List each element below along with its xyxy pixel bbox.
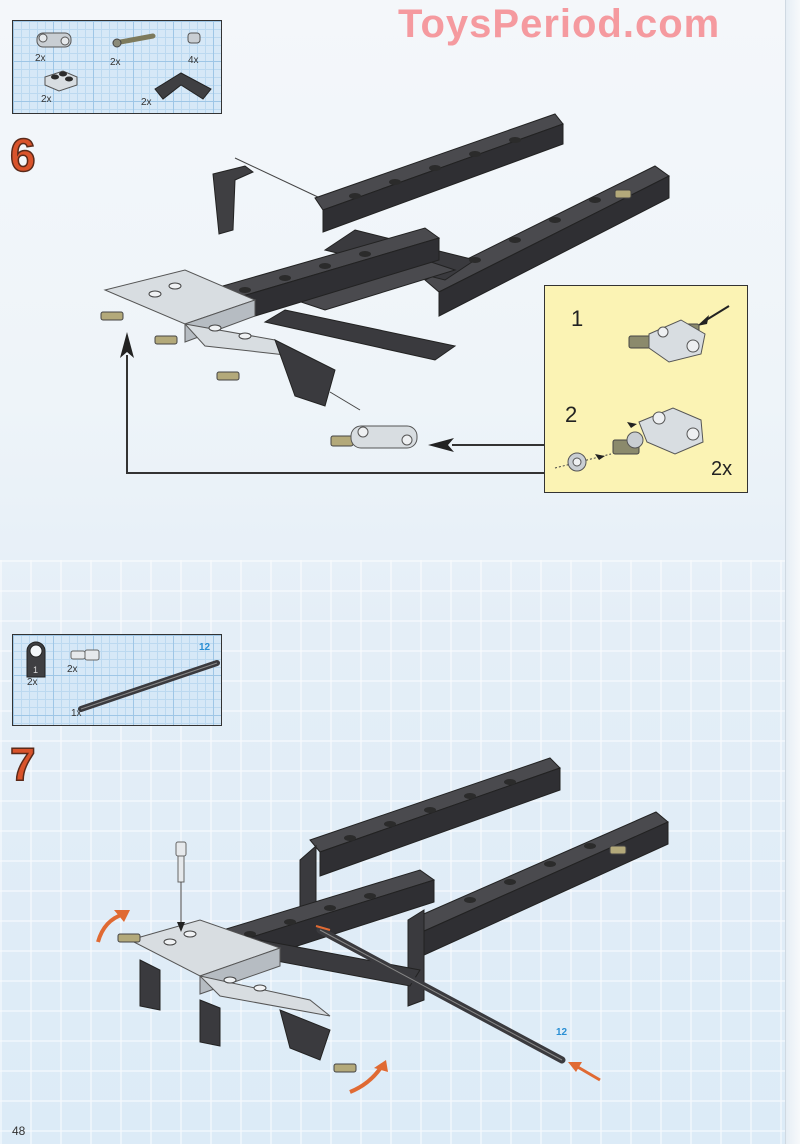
part-qty: 2x xyxy=(110,57,121,68)
liftarm-1-icon xyxy=(26,641,46,678)
substep-number: 2 xyxy=(565,402,578,427)
arrowhead-up-icon xyxy=(120,332,134,358)
connector-with-axle-icon xyxy=(628,305,730,363)
step-7-chassis-illustration xyxy=(96,757,669,1094)
connector-line-vertical xyxy=(126,355,128,473)
callout-multiplier: 2x xyxy=(711,458,733,480)
part-qty: 4x xyxy=(188,55,199,66)
sub-assembly-callout: 1 2 2x xyxy=(544,285,748,493)
part-qty: 2x xyxy=(27,677,38,688)
friction-pin-icon xyxy=(70,649,100,661)
part-qty: 2x xyxy=(41,94,52,105)
step-number-7: 7 xyxy=(9,737,36,791)
axle-12-icon xyxy=(78,660,220,712)
step-7-parts-list: 1 2x 2x 12 1x xyxy=(12,634,222,726)
part-qty: 2x xyxy=(141,97,152,108)
page-number: 48 xyxy=(12,1124,26,1138)
bush-icon xyxy=(187,32,201,44)
step-6-chassis-illustration xyxy=(100,113,670,449)
step-6-parts-list: 2x 2x 4x 2x 2x xyxy=(12,20,222,114)
part-qty: 1x xyxy=(71,708,82,719)
bush-onto-axle-icon xyxy=(554,407,704,472)
part-qty: 2x xyxy=(67,664,78,675)
connector-line-horizontal xyxy=(452,444,544,446)
next-page-edge xyxy=(785,0,800,1144)
connector-line-bottom xyxy=(126,472,544,474)
axle-pin-icon xyxy=(112,33,156,48)
substep-number: 1 xyxy=(571,306,584,331)
pin-connector-icon xyxy=(36,32,72,48)
arrowhead-left-icon xyxy=(428,438,454,452)
plate-corner-icon xyxy=(44,70,78,92)
axle-length-label: 12 xyxy=(556,1027,568,1038)
watermark: ToysPeriod.com xyxy=(398,2,721,46)
liftarm-label: 1 xyxy=(33,665,39,675)
liftarm-l-icon xyxy=(154,72,212,100)
part-qty: 2x xyxy=(35,53,46,64)
axle-length-label: 12 xyxy=(199,642,211,653)
step-number-6: 6 xyxy=(9,128,36,182)
